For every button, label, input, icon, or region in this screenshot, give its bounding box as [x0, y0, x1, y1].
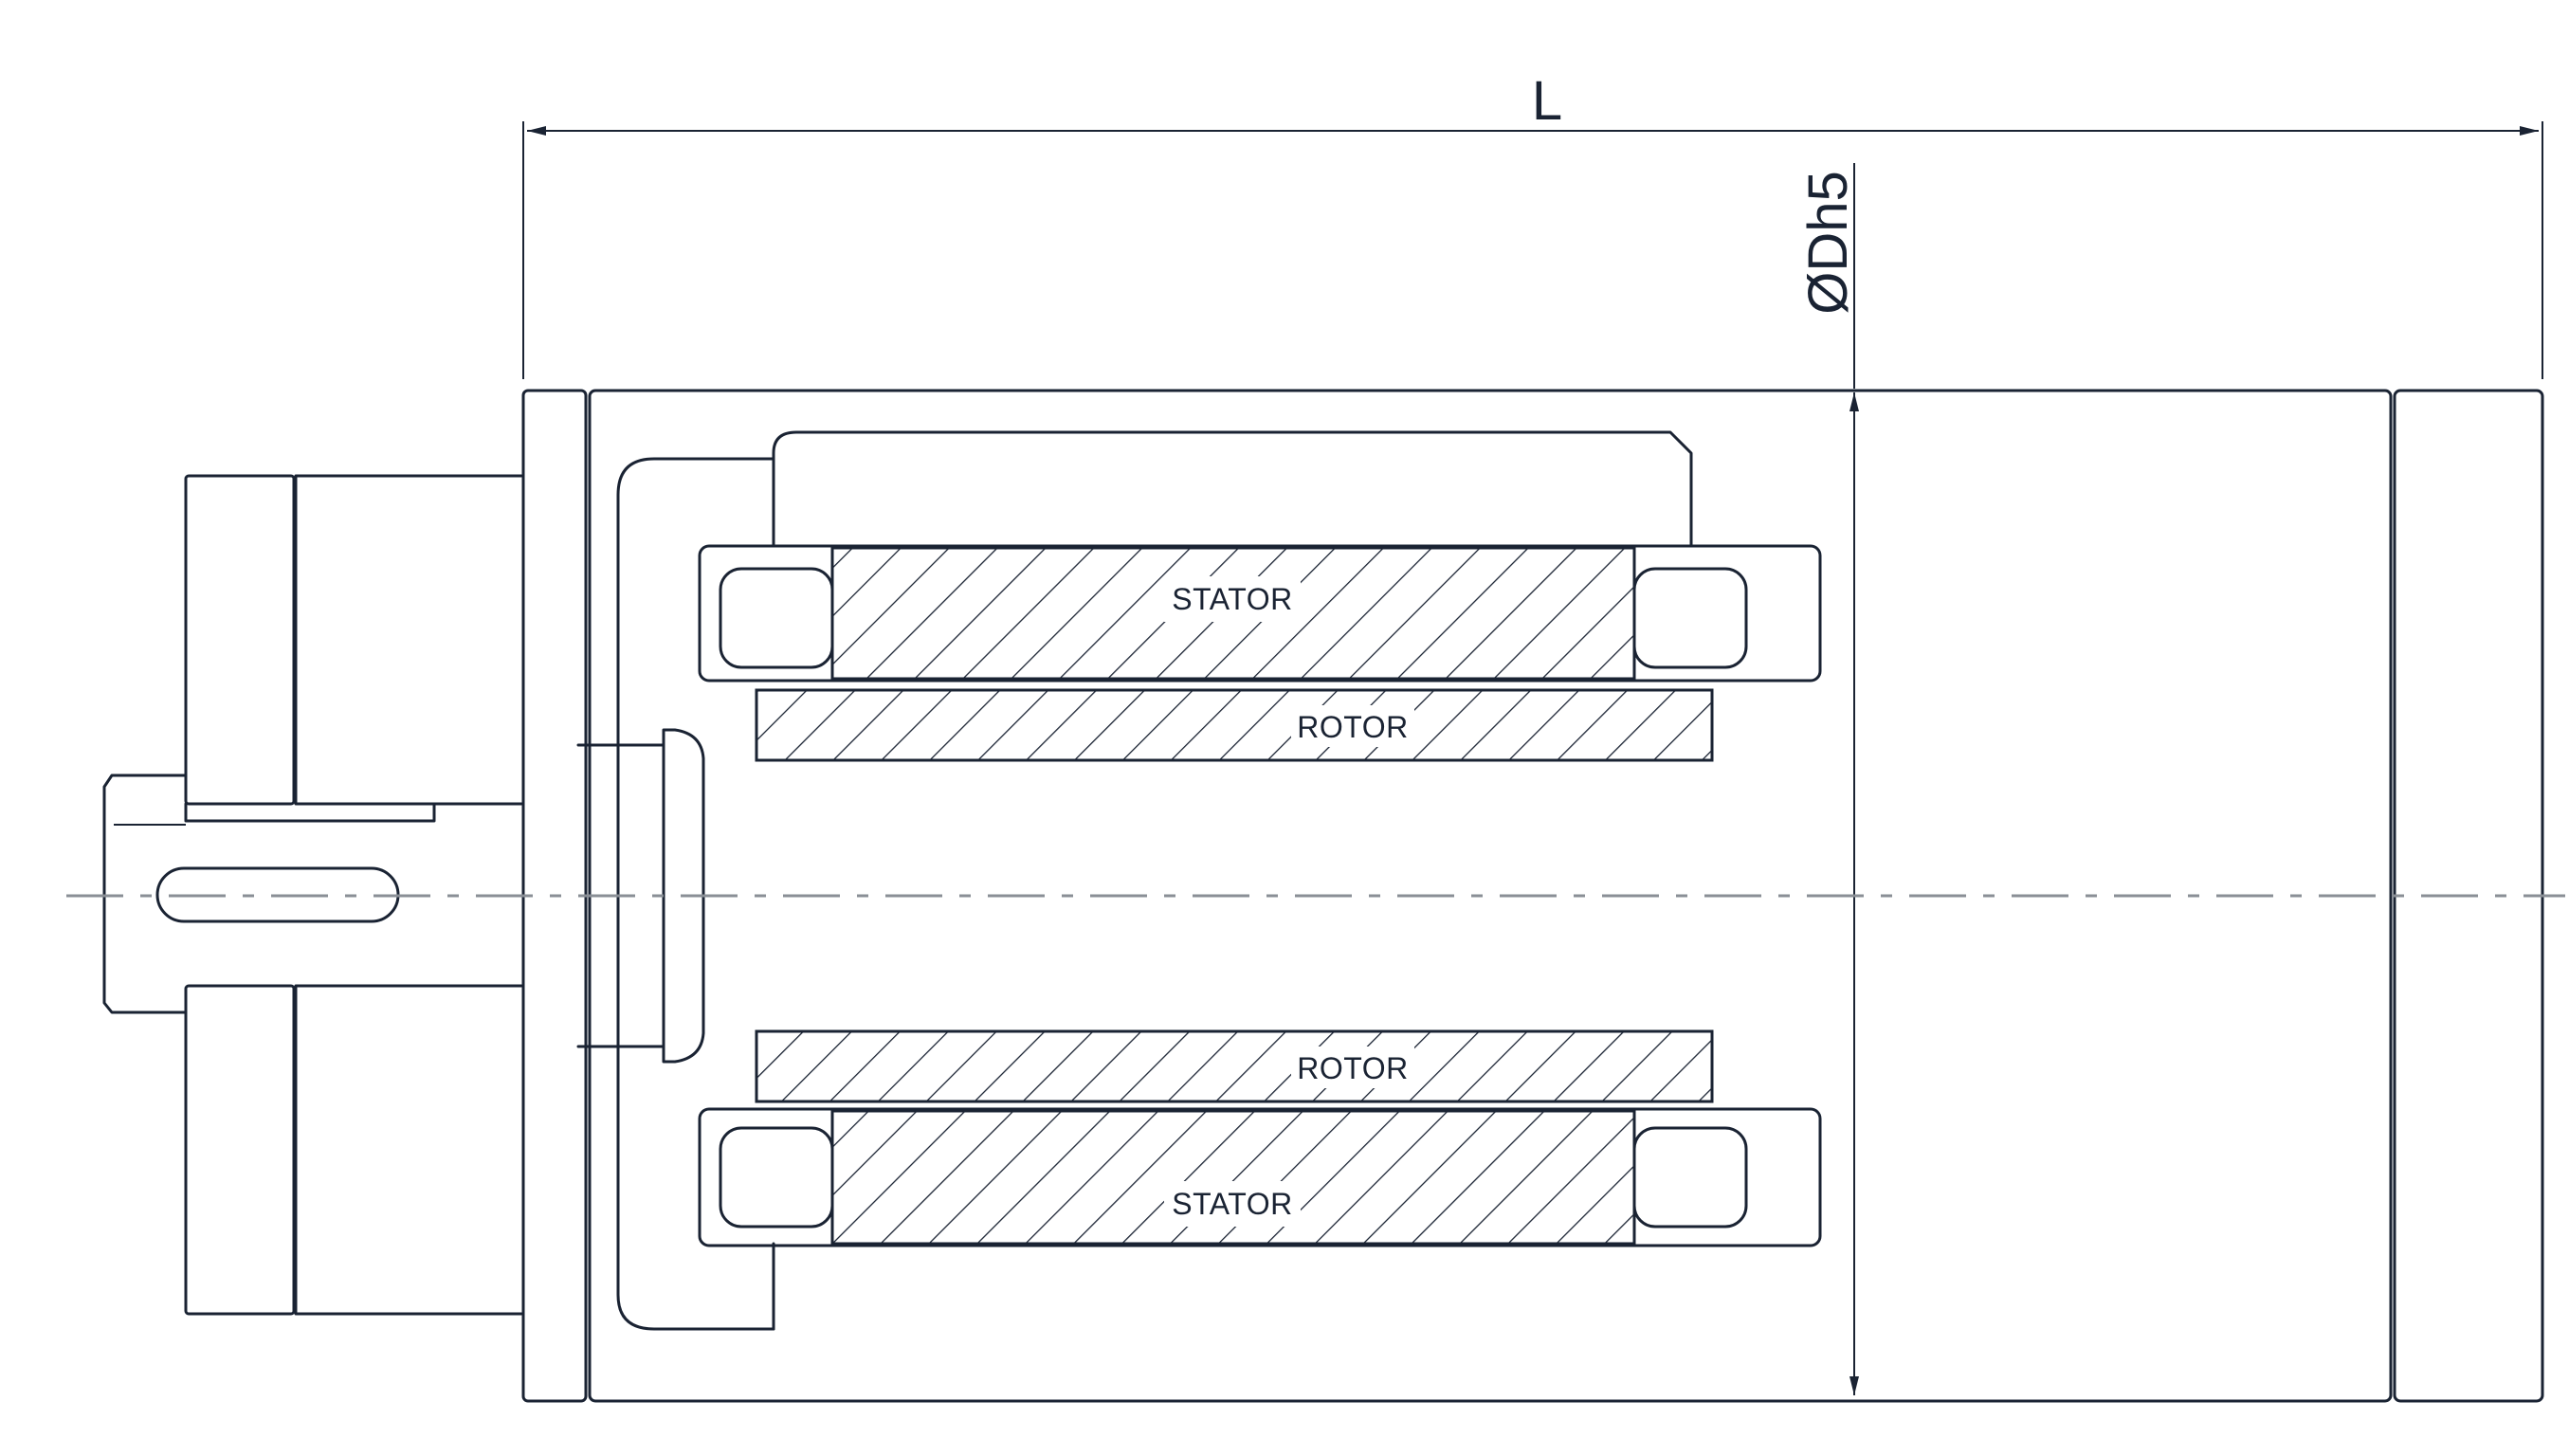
stator-top-lamination: [830, 546, 1636, 681]
bearing-carrier: [576, 457, 775, 1331]
rotor-bottom-lamination: [755, 1029, 1714, 1103]
flange-inner-top: [294, 474, 523, 806]
length-label: L: [1532, 70, 1562, 132]
diameter-label: ØDh5: [1797, 171, 1859, 315]
stator-top-frame: [698, 544, 1822, 682]
coil-end-bottom-left: [719, 1126, 834, 1228]
stator-bottom-label: STATOR: [1172, 1187, 1292, 1221]
diameter-dimension: ØDh5: [1797, 163, 1859, 1395]
rotor-top-lamination: [755, 688, 1714, 762]
coil-end-bottom-right: [1632, 1126, 1748, 1228]
rotor-top-label-bg: [1291, 705, 1414, 747]
output-shaft: [102, 774, 400, 1014]
front-flange: [184, 474, 523, 1316]
stator-top-label: STATOR: [1172, 582, 1292, 616]
stator-top-label-bg: [1164, 576, 1301, 622]
carrier-outline: [616, 457, 775, 1331]
rotor-top-label: ROTOR: [1297, 710, 1408, 744]
shaft-end: [102, 774, 188, 1014]
rotor-bottom-label-bg: [1291, 1046, 1414, 1088]
flange-inner-bottom: [294, 984, 523, 1316]
flange-step-top: [184, 802, 436, 823]
shaft-shoulder: [662, 728, 705, 1064]
stator-cover-top: [772, 430, 1693, 548]
coil-end-top-right: [1632, 567, 1748, 669]
coil-end-top-left: [719, 567, 834, 669]
rotor-bottom: ROTOR: [755, 1029, 1714, 1103]
stator-bottom-label-bg: [1164, 1181, 1301, 1227]
rotor-bottom-label: ROTOR: [1297, 1051, 1408, 1085]
flange-outer-ring-top: [184, 474, 296, 806]
stator-bottom-frame: [698, 1107, 1822, 1247]
stator-bottom: STATOR: [698, 1107, 1822, 1247]
length-dimension: L: [522, 70, 2543, 379]
flange-outer-ring-bottom: [184, 984, 296, 1316]
stator-top: STATOR: [698, 544, 1822, 682]
rotor-top: ROTOR: [755, 688, 1714, 762]
